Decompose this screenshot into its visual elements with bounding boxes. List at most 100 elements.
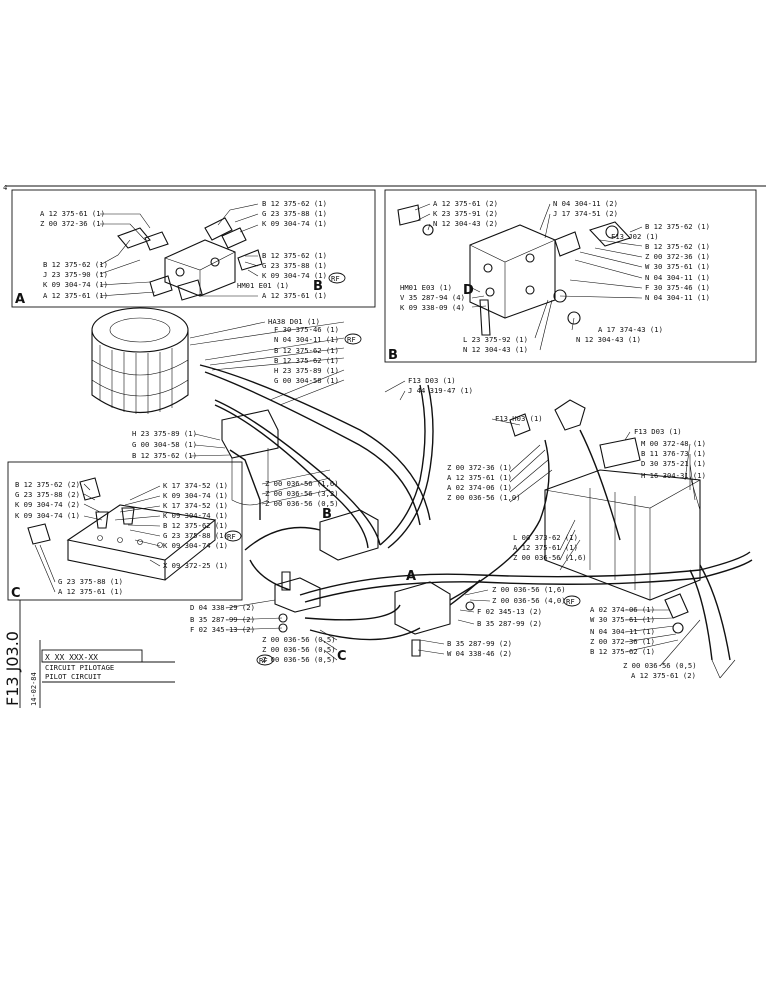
panel-c-box xyxy=(7,461,243,601)
panel-a-box xyxy=(11,189,376,308)
part-callout-right-10: Z 00 036-56 (0,5) xyxy=(623,661,697,670)
part-callout-b-16: A 17 374-43 (1) xyxy=(598,325,663,334)
panel-a-letter: A xyxy=(15,292,25,307)
leader-lines xyxy=(34,203,736,679)
panel-c-letter: C xyxy=(11,586,21,601)
part-callout-center-0: F13 D03 (1) xyxy=(408,376,456,385)
part-callout-right-8: Z 00 372-36 (1) xyxy=(590,637,655,646)
part-callout-center-24: Z 00 036-56 (0,5) xyxy=(262,655,336,664)
part-callout-b-12: N 04 304-11 (1) xyxy=(645,293,710,302)
part-callout-c-2: K 09 304-74 (2) xyxy=(15,500,80,509)
part-callout-center-4: Z 00 036-56 (3,2) xyxy=(265,489,339,498)
part-callout-b-6: F13 J02 (1) xyxy=(611,232,659,241)
part-callout-center-22: Z 00 036-56 (0,5) xyxy=(262,635,336,644)
part-callout-c-6: K 17 374-52 (1) xyxy=(163,501,228,510)
panel-a-valve-drawing xyxy=(117,217,263,301)
part-callout-c-0: B 12 375-62 (2) xyxy=(15,480,80,489)
part-callout-a-10: G 23 375-88 (1) xyxy=(262,261,327,270)
part-callout-c-12: G 23 375-88 (1) xyxy=(58,577,123,586)
part-callout-c-3: K 09 304-74 (1) xyxy=(15,511,80,520)
part-callout-center-15: F 02 345-13 (2) xyxy=(477,607,542,616)
part-callout-b-7: B 12 375-62 (1) xyxy=(645,242,710,251)
ref-letter-d: D xyxy=(463,283,474,298)
part-callout-b-1: K 23 375-91 (2) xyxy=(433,209,498,218)
part-callout-a-11: K 09 304-74 (1) xyxy=(262,271,327,280)
part-callout-a-7: G 23 375-88 (1) xyxy=(262,209,327,218)
part-callout-center-16: B 35 287-99 (2) xyxy=(477,619,542,628)
panel-c-manifold-drawing xyxy=(27,477,217,581)
part-callout-center-1: J 44 319-47 (1) xyxy=(408,386,473,395)
part-callout-b-13: HM01 E03 (1) xyxy=(400,283,452,292)
part-callout-motor-1: F 30 375-46 (1) xyxy=(274,325,339,334)
rf-marker: RF xyxy=(347,335,356,344)
part-callout-a-1: Z 00 372-36 (1) xyxy=(40,219,105,228)
panel-b-valve-drawing xyxy=(397,204,631,336)
part-callout-right-7: N 04 304-11 (1) xyxy=(590,627,655,636)
part-callout-motor-5: H 23 375-89 (1) xyxy=(274,366,339,375)
part-callout-center-3: Z 00 036-56 (1,6) xyxy=(265,479,339,488)
part-callout-c-13: A 12 375-61 (1) xyxy=(58,587,123,596)
right-valve-bank-drawing xyxy=(544,437,701,634)
part-callout-center-6: Z 00 372-36 (1) xyxy=(447,463,512,472)
part-callout-center-9: Z 00 036-56 (1,0) xyxy=(447,493,521,502)
part-callout-c-4: K 17 374-52 (1) xyxy=(163,481,228,490)
part-callout-b-18: L 23 375-92 (1) xyxy=(463,335,528,344)
part-callout-motor-2: N 04 304-11 (1) xyxy=(274,335,339,344)
rf-marker: RF xyxy=(227,532,236,541)
part-callout-center-19: D 04 338-29 (2) xyxy=(190,603,255,612)
part-callout-a-0: A 12 375-61 (1) xyxy=(40,209,105,218)
drum-motor-drawing xyxy=(91,307,189,414)
part-callout-center-11: A 12 375-61 (1) xyxy=(513,543,578,552)
part-callout-a-8: K 09 304-74 (1) xyxy=(262,219,327,228)
part-callout-a-13: A 12 375-61 (1) xyxy=(262,291,327,300)
ref-letter-a-center: A xyxy=(406,569,416,584)
part-callout-right-2: B 11 376-73 (1) xyxy=(641,449,706,458)
ref-letter-b: B xyxy=(313,279,323,294)
panel-b-letter: B xyxy=(388,348,398,363)
part-callout-right-0: F13 D03 (1) xyxy=(634,427,682,436)
part-callout-motor-8: G 00 304-58 (1) xyxy=(132,440,197,449)
part-callout-center-20: B 35 287-99 (2) xyxy=(190,615,255,624)
part-callout-right-3: D 30 375-21 (1) xyxy=(641,459,706,468)
part-callout-right-5: A 02 374-06 (1) xyxy=(590,605,655,614)
part-callout-center-12: Z 00 036-56 (1,6) xyxy=(513,553,587,562)
rf-marker: RF xyxy=(259,656,268,665)
part-callout-b-2: N 12 304-43 (2) xyxy=(433,219,498,228)
part-callout-motor-4: B 12 375-62 (1) xyxy=(274,356,339,365)
sheet-frame: 4 A B C xyxy=(3,183,766,601)
part-callout-center-21: F 02 345-13 (2) xyxy=(190,625,255,634)
part-callout-center-14: Z 00 036-56 (4,0) xyxy=(492,596,566,605)
rf-marker: RF xyxy=(331,274,340,283)
part-callout-b-10: N 04 304-11 (1) xyxy=(645,273,710,282)
part-callout-b-3: N 04 304-11 (2) xyxy=(553,199,618,208)
hose-lines xyxy=(199,364,753,661)
part-callout-b-19: N 12 304-43 (1) xyxy=(463,345,528,354)
part-callout-motor-6: G 00 304-58 (1) xyxy=(274,376,339,385)
rf-markers: RF RF RF RF RF xyxy=(224,272,581,666)
part-callout-center-13: Z 00 036-56 (1,6) xyxy=(492,585,566,594)
part-callout-motor-7: H 23 375-89 (1) xyxy=(132,429,197,438)
part-callout-a-5: A 12 375-61 (1) xyxy=(43,291,108,300)
part-callout-a-3: J 23 375-90 (1) xyxy=(43,270,108,279)
corner-mark: 4 xyxy=(3,183,7,192)
part-callout-center-8: A 02 374-06 (1) xyxy=(447,483,512,492)
part-callout-c-1: G 23 375-88 (2) xyxy=(15,490,80,499)
support-bracket-drawing xyxy=(221,409,279,506)
rf-marker: RF xyxy=(566,597,575,606)
reference-letters: B D B A C xyxy=(313,279,474,664)
part-callout-right-11: A 12 375-61 (2) xyxy=(631,671,696,680)
part-callout-b-14: V 35 287-94 (4) xyxy=(400,293,465,302)
part-callout-motor-3: B 12 375-62 (1) xyxy=(274,346,339,355)
part-callout-center-23: Z 00 036-56 (0,5) xyxy=(262,645,336,654)
part-callout-right-6: W 30 375-61 (1) xyxy=(590,615,655,624)
part-callout-b-8: Z 00 372-36 (1) xyxy=(645,252,710,261)
part-callout-center-18: W 04 338-46 (2) xyxy=(447,649,512,658)
part-callout-center-10: L 00 373-62 (1) xyxy=(513,533,578,542)
part-callout-right-1: M 00 372-48 (1) xyxy=(641,439,706,448)
center-valve-drawing xyxy=(274,399,586,657)
part-callout-b-5: B 12 375-62 (1) xyxy=(645,222,710,231)
part-callout-b-0: A 12 375-61 (2) xyxy=(433,199,498,208)
part-callout-b-9: W 30 375-61 (1) xyxy=(645,262,710,271)
